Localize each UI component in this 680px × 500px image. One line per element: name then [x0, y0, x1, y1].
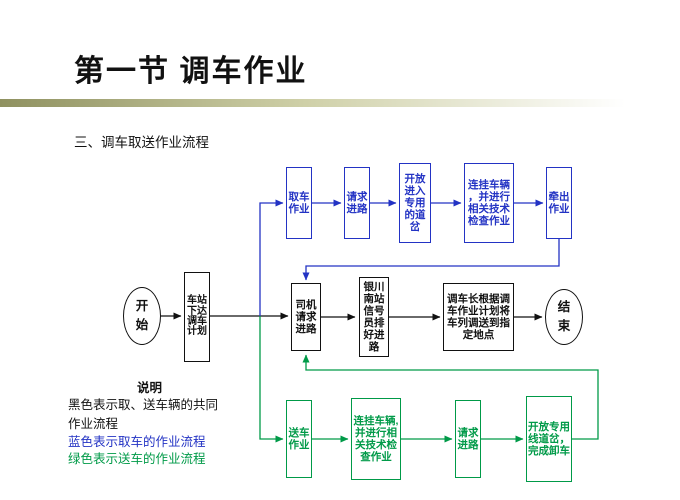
node-start: 开始	[123, 287, 161, 345]
node-delivery-request-route: 请求进路	[455, 400, 481, 478]
node-pickup-operation: 取车作业	[286, 167, 312, 239]
legend-heading: 说明	[137, 381, 163, 395]
node-open-siding-unload: 开放专用线道岔，完成卸车	[526, 396, 572, 482]
page-title: 第一节 调车作业	[74, 55, 308, 88]
connectors-common	[161, 312, 543, 321]
node-delivery-operation: 送车作业	[286, 400, 312, 478]
node-start-label: 开始	[135, 299, 149, 332]
connectors-delivery	[259, 316, 599, 443]
node-dispatch-to-location: 调车长根据调车作业计划将车列调送到指定地点	[443, 283, 514, 351]
node-driver-request: 司机请求进路	[291, 283, 321, 351]
legend-blue-line: 蓝色表示取车的作业流程	[68, 435, 206, 449]
node-signalman: 银川南站信号员排好进路	[359, 277, 389, 357]
node-pickup-couple-inspect: 连挂车辆，并进行相关技术检查作业	[464, 163, 514, 243]
slide-subtitle: 三、调车取送作业流程	[74, 135, 209, 150]
legend-green-line: 绿色表示送车的作业流程	[68, 452, 206, 466]
node-pickup-request-route: 请求进路	[344, 167, 370, 239]
node-pickup-open-switch: 开放进入专用的道岔	[399, 163, 431, 243]
node-end-label: 结束	[557, 300, 571, 333]
node-end: 结束	[545, 289, 583, 345]
connectors-pickup	[259, 199, 560, 316]
node-pull-out: 牵出作业	[546, 167, 572, 239]
node-station-plan: 车站下达调车计划	[184, 272, 210, 362]
legend-black-line2: 作业流程	[68, 417, 119, 431]
legend-black-line1: 黑色表示取、送车辆的共同	[68, 398, 219, 412]
node-delivery-couple-inspect: 连挂车辆,并进行相关技术检查作业	[351, 398, 401, 480]
title-accent-bar	[0, 99, 680, 107]
